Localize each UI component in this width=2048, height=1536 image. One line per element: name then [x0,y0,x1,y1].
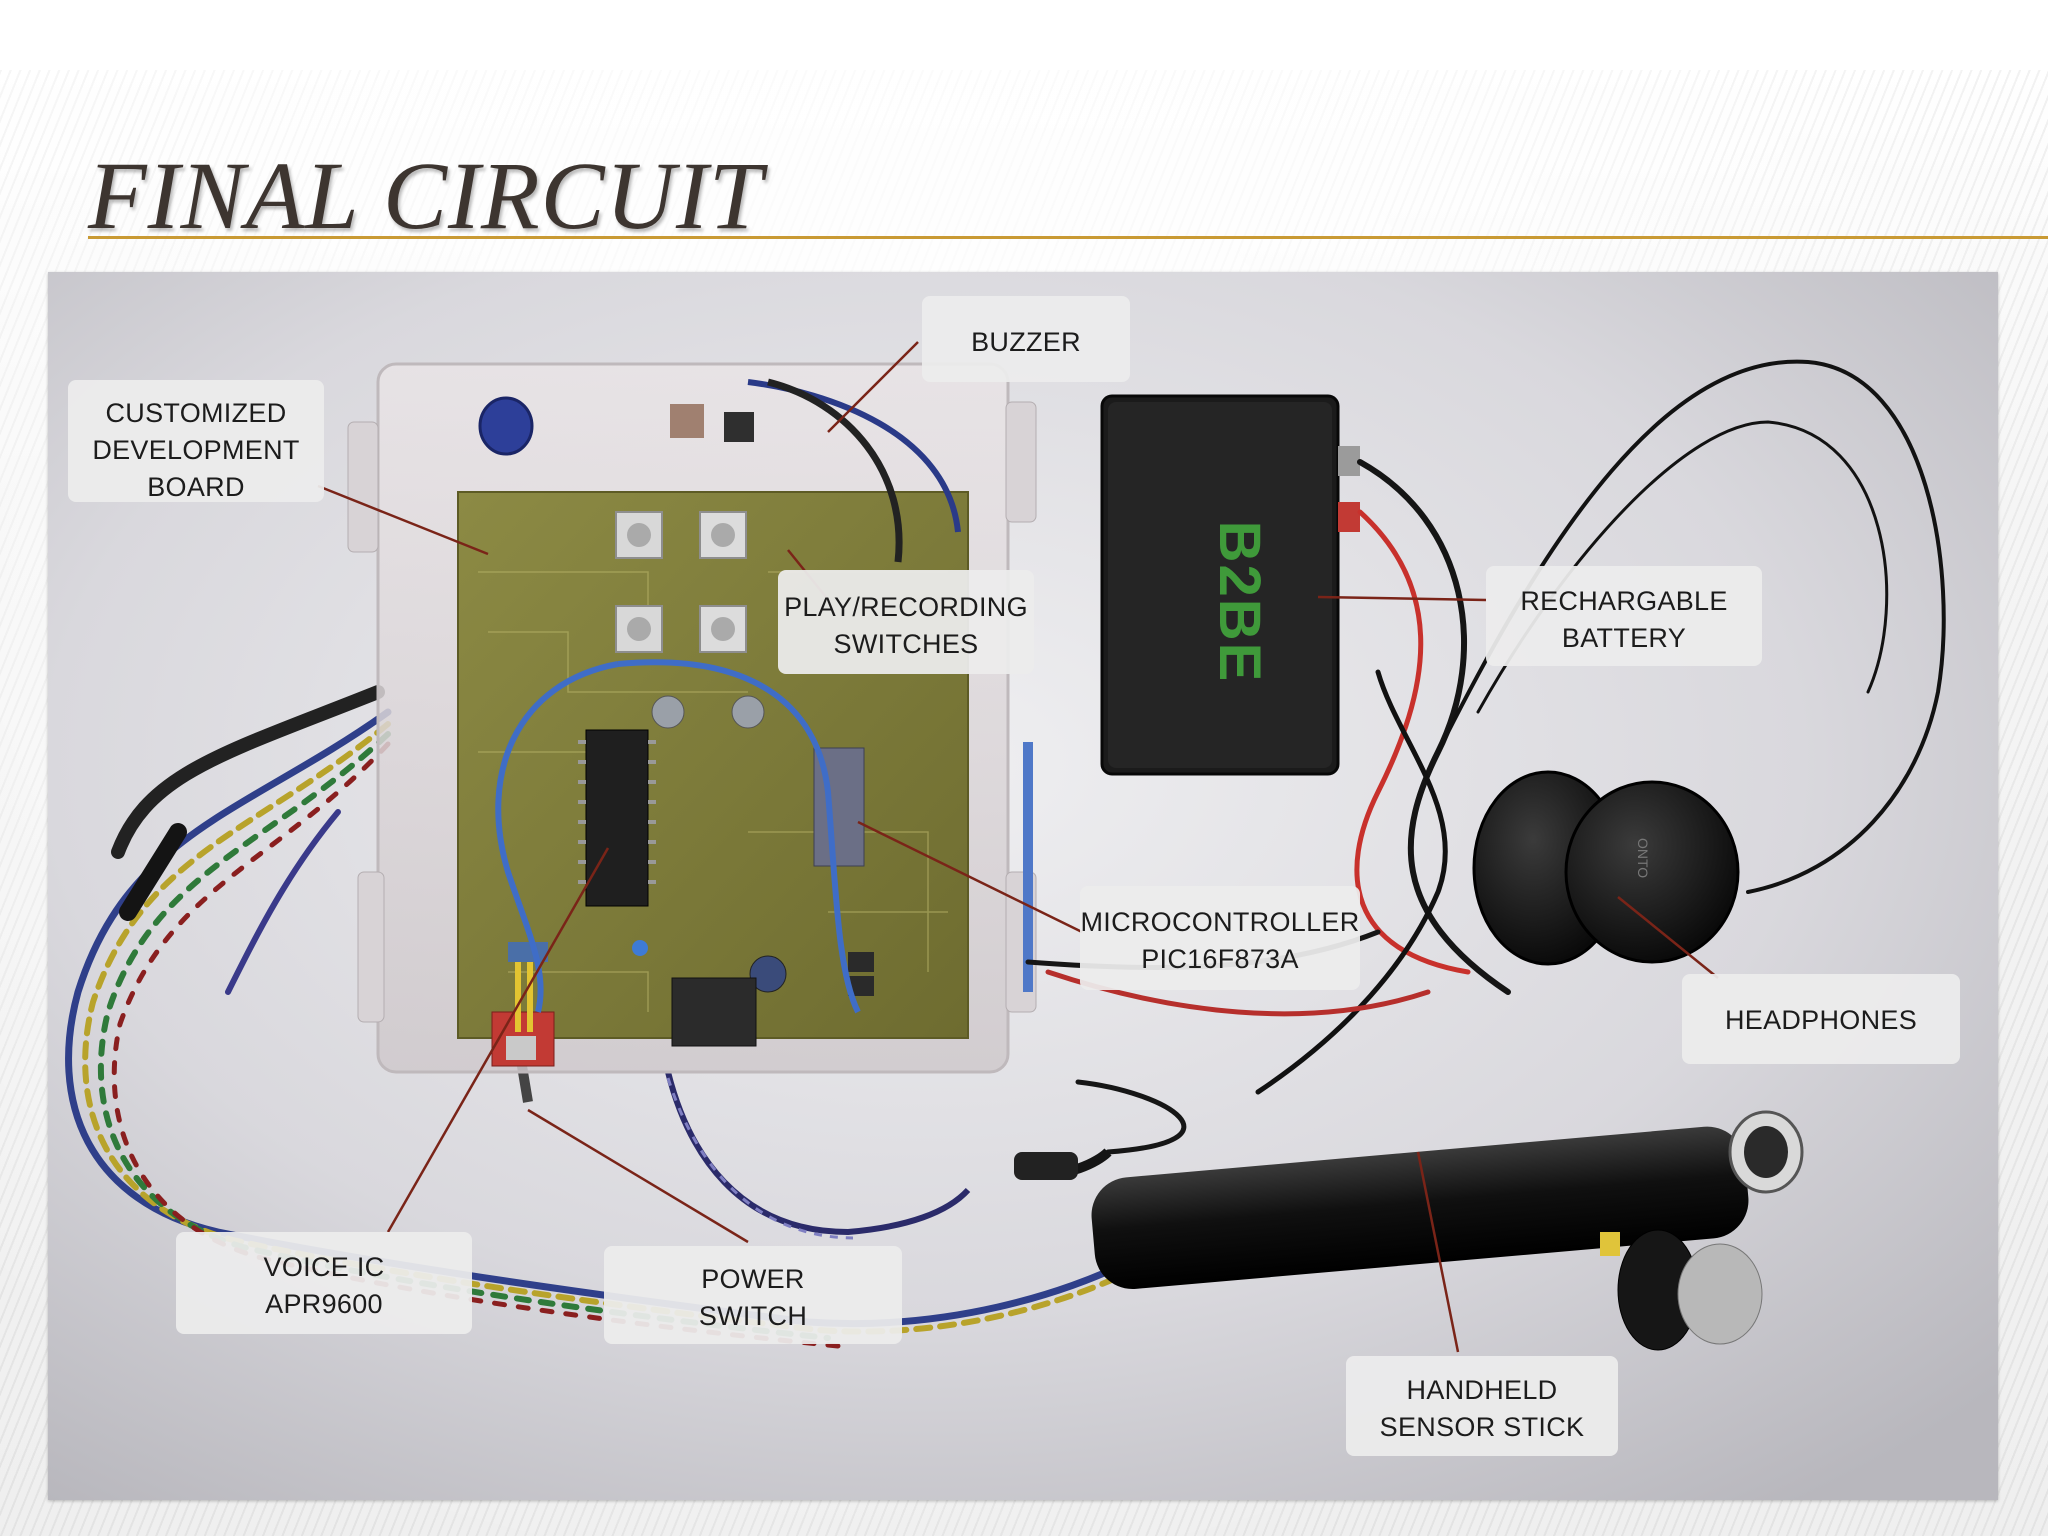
power-connector [671,977,757,1047]
title-underline [88,236,2048,239]
svg-text:B2BE: B2BE [1207,521,1272,684]
circuit-photo: B2BE ONTO [48,272,1998,1500]
headphones: ONTO [1472,770,1740,966]
callout-switches-line-2: SWITCHES [834,629,979,659]
callout-board-line-1: CUSTOMIZED [105,398,286,428]
callout-board-line-3: BOARD [147,472,245,502]
voice-ic-chip [585,729,649,907]
callout-leader-lines [317,341,1719,1353]
callout-headphones-line-1: HEADPHONES [1725,1005,1917,1035]
callout-voice-ic: VOICE IC APR9600 [176,1232,472,1334]
callout-power-switch: POWER SWITCH [604,1246,902,1344]
callout-handheld-sensor-stick: HANDHELD SENSOR STICK [1346,1356,1618,1456]
callout-board-line-2: DEVELOPMENT [92,435,299,465]
callout-micro-line-2: PIC16F873A [1141,944,1299,974]
callout-microcontroller: MICROCONTROLLER PIC16F873A [1080,886,1360,990]
slide-title: FINAL CIRCUIT [88,142,764,249]
callout-micro-line-1: MICROCONTROLLER [1080,907,1359,937]
svg-text:ONTO: ONTO [1635,838,1651,878]
callout-buzzer: BUZZER [922,296,1130,382]
callout-headphones: HEADPHONES [1682,974,1960,1064]
sensor-stick [1014,1110,1804,1351]
callout-battery-line-1: RECHARGABLE [1520,586,1727,616]
callout-play-recording-switches: PLAY/RECORDING SWITCHES [778,570,1034,674]
callout-power-line-2: SWITCH [699,1301,807,1331]
callout-battery-line-2: BATTERY [1562,623,1686,653]
battery: B2BE [1100,394,1360,776]
callout-voice-line-1: VOICE IC [264,1252,385,1282]
push-buttons [615,511,747,653]
capacitor [478,396,534,456]
callout-switches-line-1: PLAY/RECORDING [784,592,1028,622]
callout-power-line-1: POWER [701,1264,805,1294]
callout-voice-line-2: APR9600 [265,1289,383,1319]
twisted-wires-left [65,685,1136,1349]
callout-stick-line-1: HANDHELD [1407,1375,1558,1405]
callout-rechargable-battery: RECHARGABLE BATTERY [1486,566,1762,666]
callout-stick-line-2: SENSOR STICK [1380,1412,1585,1442]
callout-buzzer-line-1: BUZZER [971,327,1081,357]
callout-development-board: CUSTOMIZED DEVELOPMENT BOARD [68,380,324,502]
